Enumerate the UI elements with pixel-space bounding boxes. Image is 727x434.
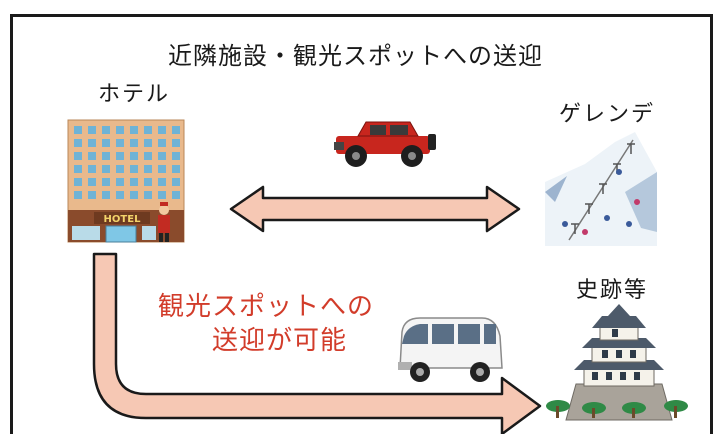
note-line-2: 送迎が可能 [212, 326, 348, 356]
bellhop-figure [158, 202, 170, 242]
diagram-frame [10, 14, 713, 434]
ski-slope-label: ゲレンデ [559, 102, 656, 127]
hotel-sign: HOTEL [104, 214, 142, 225]
jeep-icon [334, 121, 436, 167]
van-icon [398, 317, 503, 382]
curved-arrow-icon [92, 252, 542, 434]
hotel-building-icon: HOTEL [67, 119, 185, 243]
note-line-1: 観光スポットへの [158, 292, 375, 322]
diagram-title: 近隣施設・観光スポットへの送迎 [168, 42, 543, 70]
hotel-label: ホテル [98, 82, 171, 107]
ski-slope-icon [545, 132, 657, 246]
historic-sites-label: 史跡等 [576, 278, 649, 303]
castle-icon [546, 304, 688, 421]
double-arrow-icon [229, 185, 521, 233]
